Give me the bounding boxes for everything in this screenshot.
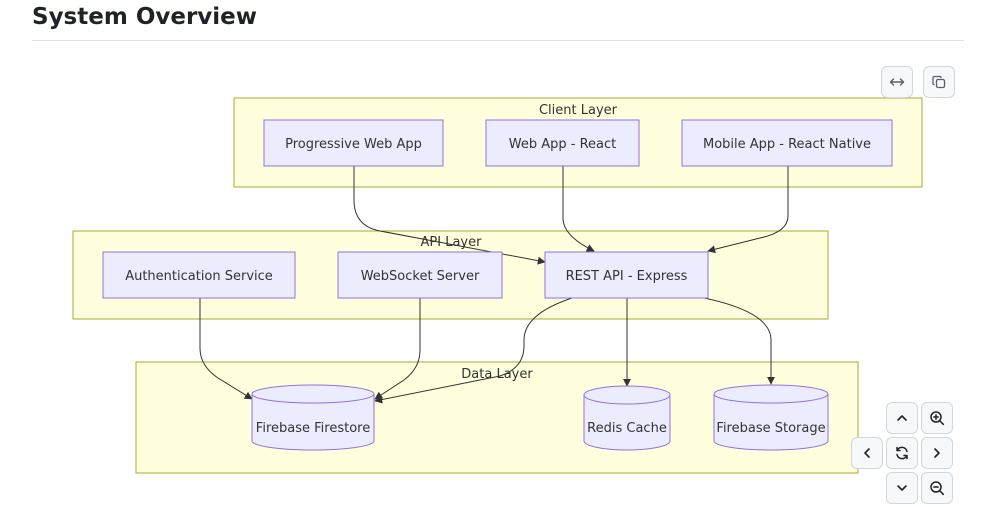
chevron-right-icon — [934, 448, 940, 458]
node-firestore-label: Firebase Firestore — [256, 421, 370, 436]
node-mobile-label: Mobile App - React Native — [703, 137, 871, 152]
node-web-label: Web App - React — [509, 137, 617, 152]
cluster-client-label: Client Layer — [539, 103, 618, 118]
reset-view-button[interactable] — [886, 437, 918, 469]
arrows-horizontal-icon — [889, 78, 905, 86]
edge-rest-to-storage — [703, 297, 775, 385]
title-divider — [32, 40, 964, 41]
node-pwa-label: Progressive Web App — [285, 137, 422, 152]
node-auth-label: Authentication Service — [125, 269, 273, 284]
cluster-data-label: Data Layer — [461, 367, 533, 382]
zoom-in-icon — [930, 411, 945, 426]
node-firebase-storage: Firebase Storage — [713, 384, 829, 451]
node-pwa: Progressive Web App — [263, 119, 444, 167]
node-firebase-firestore: Firebase Firestore — [251, 384, 375, 451]
pan-down-button[interactable] — [886, 472, 918, 504]
chevron-up-icon — [897, 415, 907, 421]
pan-left-button[interactable] — [851, 437, 883, 469]
edges — [199, 166, 789, 404]
pan-up-button[interactable] — [886, 402, 918, 434]
chevron-down-icon — [897, 485, 907, 491]
zoom-out-icon — [930, 481, 945, 496]
copy-icon — [932, 75, 946, 89]
node-ws-label: WebSocket Server — [361, 269, 480, 284]
node-rest-label: REST API - Express — [566, 269, 688, 284]
node-storage-label: Firebase Storage — [716, 421, 825, 436]
chevron-left-icon — [864, 448, 870, 458]
expand-button[interactable] — [881, 66, 913, 98]
node-redis-label: Redis Cache — [587, 421, 667, 436]
edge-ws-to-firestore — [374, 298, 421, 400]
zoom-in-button[interactable] — [921, 402, 953, 434]
node-websocket-server: WebSocket Server — [337, 251, 503, 299]
edge-pwa-to-rest — [353, 166, 546, 265]
pan-right-button[interactable] — [921, 437, 953, 469]
edge-auth-to-firestore — [199, 298, 253, 400]
edge-mobile-to-rest — [707, 166, 789, 254]
cluster-api-label: API Layer — [421, 235, 483, 250]
node-rest-api: REST API - Express — [544, 251, 709, 299]
node-web-app: Web App - React — [485, 119, 640, 167]
node-redis-cache: Redis Cache — [583, 385, 671, 451]
edge-rest-to-firestore — [374, 297, 573, 404]
refresh-icon — [896, 446, 908, 460]
node-mobile-app: Mobile App - React Native — [681, 119, 893, 167]
edge-web-to-rest — [562, 166, 595, 252]
zoom-out-button[interactable] — [921, 472, 953, 504]
node-auth-service: Authentication Service — [102, 251, 296, 299]
copy-button[interactable] — [923, 66, 955, 98]
page-title: System Overview — [32, 4, 258, 30]
